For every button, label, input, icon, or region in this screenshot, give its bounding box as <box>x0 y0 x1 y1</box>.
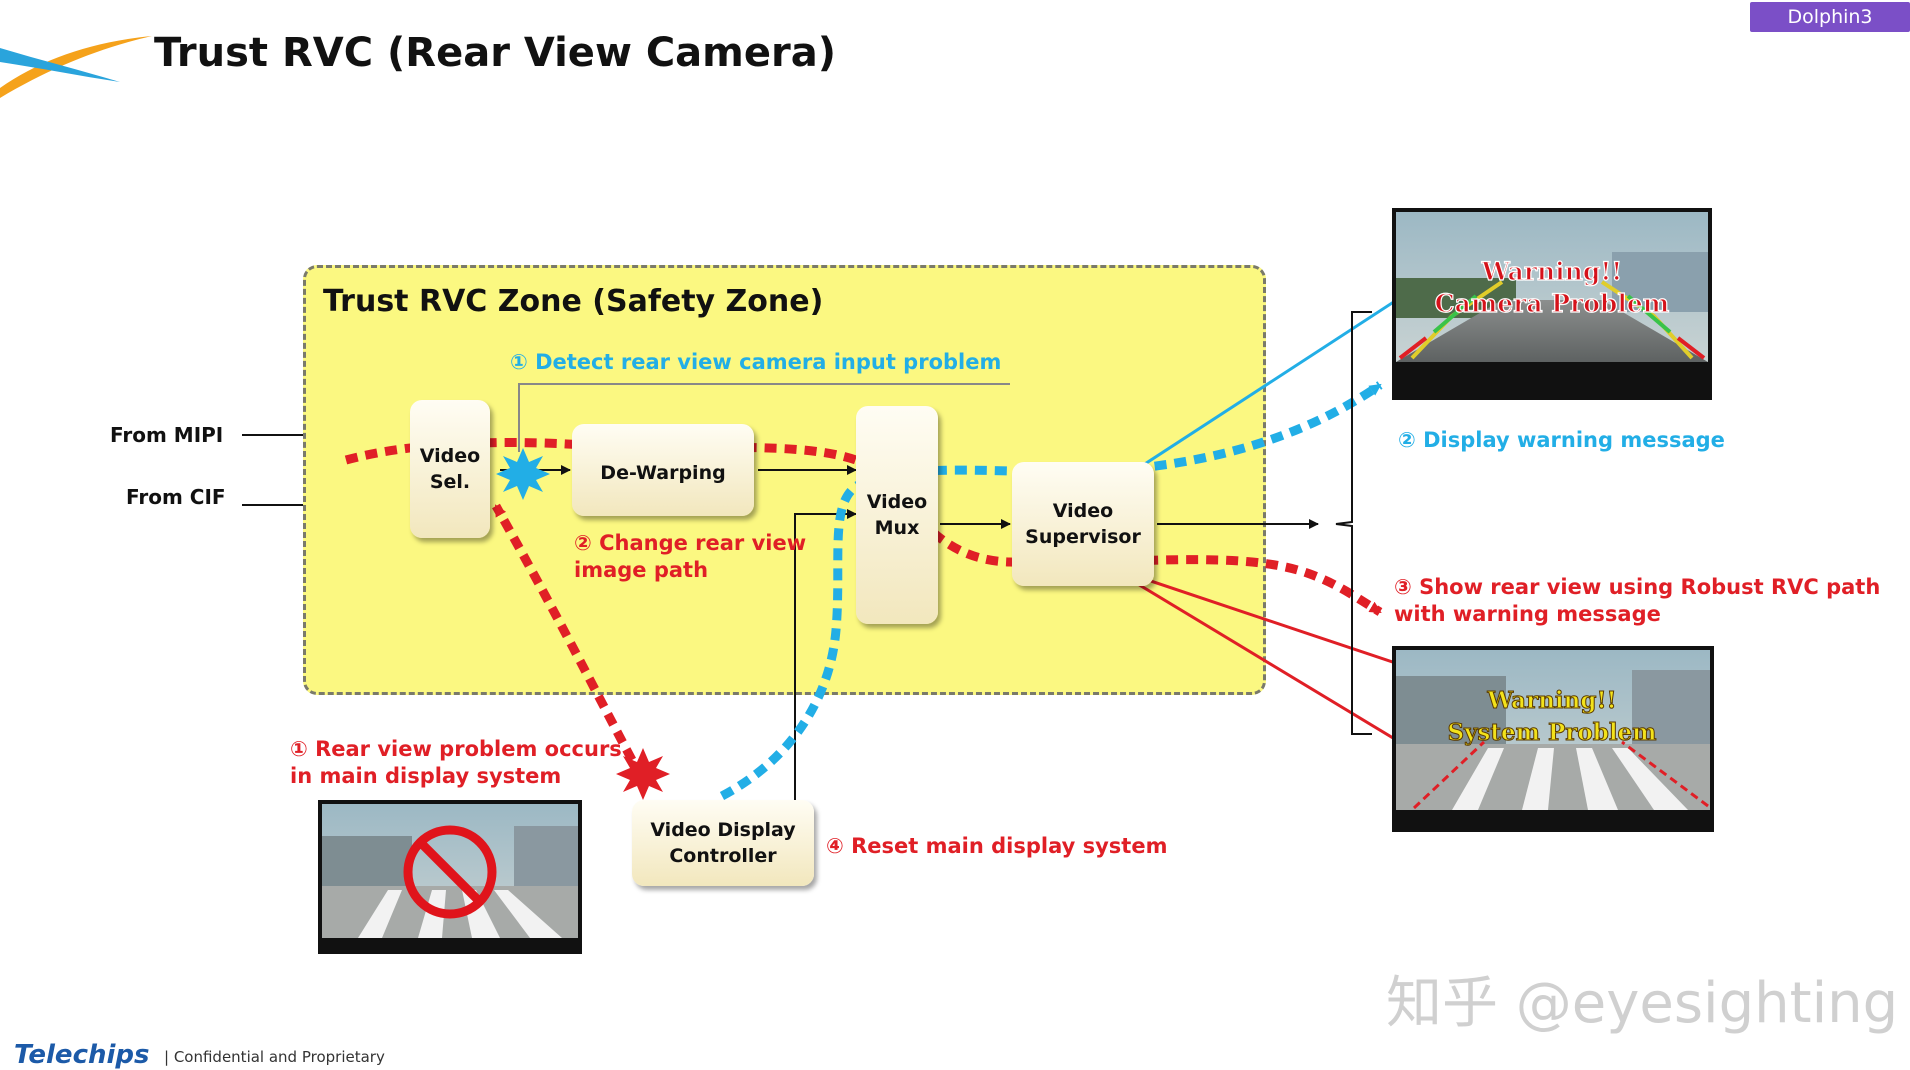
de-warping-block: De-Warping <box>572 424 754 516</box>
input-label-mipi: From MIPI <box>110 423 224 447</box>
blue-pointer-to-camera-screen <box>1107 288 1413 490</box>
red-pointer-to-system-line <box>1117 570 1447 772</box>
camera-warning-screen: Warning!! Camera Problem <box>1392 208 1712 400</box>
camera-warning-line2: Camera Problem <box>1435 289 1670 318</box>
annotation-show-rear-view: ③ Show rear view using Robust RVC path w… <box>1394 575 1881 626</box>
footer-text: | Confidential and Proprietary <box>164 1048 385 1066</box>
output-bracket <box>1335 311 1372 735</box>
blue-path-warning <box>719 381 1383 800</box>
version-badge: Dolphin3 <box>1750 2 1910 32</box>
arrow-vdc-to-mux <box>794 509 857 800</box>
de-warping-label: De-Warping <box>600 462 726 484</box>
annotation-detect-problem: ① Detect rear view camera input problem <box>510 350 1002 374</box>
video-supervisor-label: Video Supervisor <box>1025 500 1141 548</box>
annotation-display-warning: ② Display warning message <box>1398 428 1725 452</box>
problem-burst-red <box>616 748 670 800</box>
video-sel-block: Video Sel. <box>410 400 490 538</box>
footer-logo: Telechips <box>14 1040 150 1070</box>
watermark: 知乎 @eyesighting <box>1386 971 1899 1036</box>
prohibited-icon <box>403 825 497 919</box>
video-mux-block: Video Mux <box>856 406 938 624</box>
video-mux-label: Video Mux <box>866 491 928 539</box>
main-display-screen <box>318 800 582 954</box>
system-warning-screen: Warning!! System Problem <box>1392 646 1714 832</box>
camera-warning-line1: Warning!! <box>1481 257 1623 286</box>
annotation-reset-display: ④ Reset main display system <box>826 834 1168 858</box>
video-display-controller-label: Video Display Controller <box>650 819 796 867</box>
system-warning-line1: Warning!! <box>1486 687 1616 714</box>
red-path-problem <box>492 503 636 763</box>
detect-indicator-line <box>518 383 1010 452</box>
logo-swoosh-blue <box>0 48 120 82</box>
video-sel-label: Video Sel. <box>419 445 481 493</box>
safety-zone-title: Trust RVC Zone (Safety Zone) <box>323 284 824 319</box>
input-label-cif: From CIF <box>126 485 226 509</box>
annotation-change-path: ② Change rear view image path <box>574 531 807 582</box>
annotation-problem-occurs: ① Rear view problem occurs in main displ… <box>290 737 622 788</box>
page-title: Trust RVC (Rear View Camera) <box>154 30 836 76</box>
video-supervisor-block: Video Supervisor <box>1012 462 1154 586</box>
problem-burst-blue <box>496 448 550 500</box>
system-warning-line2: System Problem <box>1447 719 1656 746</box>
video-display-controller-block: Video Display Controller <box>632 800 814 886</box>
